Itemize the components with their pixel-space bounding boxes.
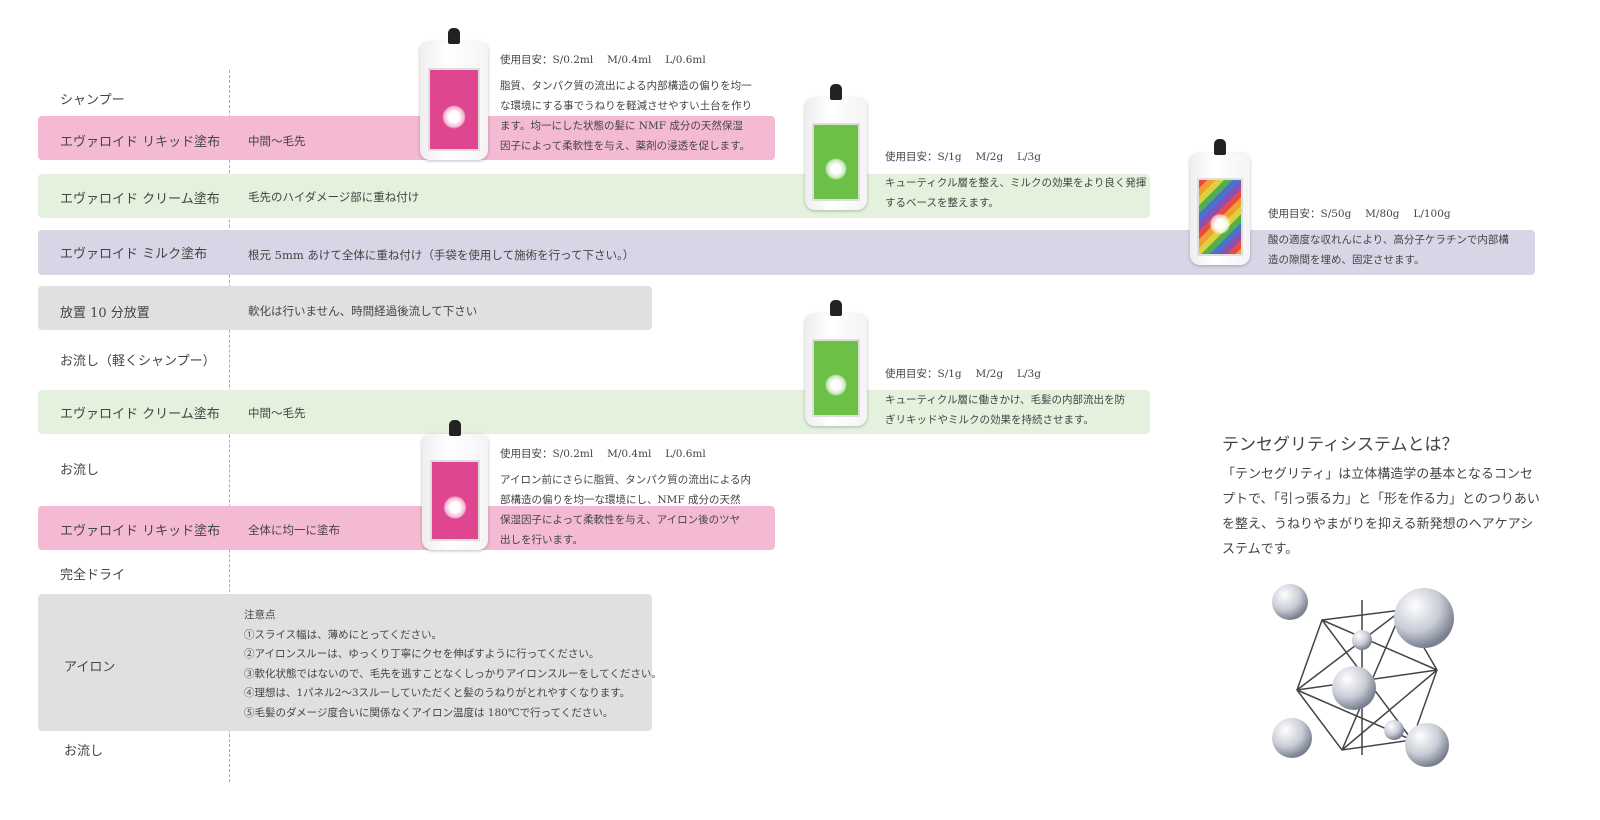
step-label: お流し	[64, 744, 104, 759]
step-label: 放置 10 分放置	[60, 306, 150, 321]
step-label: エヴァロイド ミルク塗布	[60, 247, 208, 262]
desc-line: な環境にする事でうねりを軽減させやすい土台を作り	[500, 100, 753, 112]
desc-line: ぎリキッドやミルクの効果を持続させます。	[885, 414, 1094, 426]
step-label: お流し	[60, 463, 100, 478]
product-info: 使用目安：S/1g M/2g L/3g キューティクル層を整え、ミルクの効果をよ…	[885, 147, 1146, 213]
step-band-milk	[38, 230, 1535, 275]
desc-line: 部構造の偏りを均一な環境にし、NMF 成分の天然	[500, 494, 741, 506]
step-label: エヴァロイド クリーム塗布	[60, 192, 220, 207]
step-detail: 中間〜毛先	[248, 134, 306, 148]
note-item: ③軟化状態ではないので、毛先を逃すことなくしっかりアイロンスルーをしてください。	[244, 667, 662, 680]
product-info: 使用目安：S/1g M/2g L/3g キューティクル層に働きかけ、毛髪の内部流…	[885, 364, 1125, 430]
desc-line: キューティクル層を整え、ミルクの効果をより良く発揮	[885, 177, 1147, 189]
step-label: エヴァロイド リキッド塗布	[60, 524, 221, 539]
step-detail: 軟化は行いません、時間経過後流して下さい	[248, 304, 478, 318]
desc-line: 保湿因子によって柔軟性を与え、アイロン後のツヤ	[500, 514, 741, 526]
usage-text: 使用目安：S/50g M/80g L/100g	[1268, 208, 1451, 220]
product-info: 使用目安：S/0.2ml M/0.4ml L/0.6ml アイロン前にさらに脂質…	[500, 444, 751, 550]
product-info: 使用目安：S/0.2ml M/0.4ml L/0.6ml 脂質、タンパク質の流出…	[500, 50, 752, 156]
step-label: お流し（軽くシャンプー）	[60, 354, 216, 369]
step-label: シャンプー	[60, 93, 125, 108]
note-item: ⑤毛髪のダメージ度合いに関係なくアイロン温度は 180℃で行ってください。	[244, 706, 614, 719]
step-band-wait	[38, 286, 652, 330]
product-milk-image	[1190, 139, 1250, 265]
desc-line: 出しを行います。	[500, 534, 583, 546]
step-band-cream	[38, 174, 1150, 218]
note-item: ①スライス幅は、薄めにとってください。	[244, 628, 443, 641]
usage-text: 使用目安：S/1g M/2g L/3g	[885, 151, 1041, 163]
step-label: 完全ドライ	[60, 568, 126, 583]
product-info: 使用目安：S/50g M/80g L/100g 酸の適度な収れんにより、高分子ケ…	[1268, 204, 1509, 270]
note-item: ②アイロンスルーは、ゆっくり丁寧にクセを伸ばすように行ってください。	[244, 648, 600, 660]
step-label: アイロン	[64, 660, 116, 675]
tensegrity-illustration	[1272, 584, 1454, 767]
product-cream-image	[805, 84, 867, 210]
usage-text: 使用目安：S/0.2ml M/0.4ml L/0.6ml	[500, 448, 706, 460]
note-item: ④理想は、1パネル2〜3スルーしていただくと髪のうねりがとれやすくなります。	[244, 687, 631, 699]
step-detail: 全体に均一に塗布	[248, 523, 340, 537]
usage-text: 使用目安：S/1g M/2g L/3g	[885, 368, 1041, 380]
desc-line: キューティクル層に働きかけ、毛髪の内部流出を防	[885, 394, 1126, 406]
notes-title: 注意点	[244, 609, 276, 621]
step-detail: 中間〜毛先	[248, 406, 306, 420]
step-detail: 根元 5mm あけて全体に重ね付け（手袋を使用して施術を行って下さい。）	[248, 248, 635, 262]
desc-line: するベースを整えます。	[885, 197, 999, 209]
desc-line: 因子によって柔軟性を与え、薬剤の浸透を促します。	[500, 140, 751, 152]
tensegrity-title: テンセグリティシステムとは？	[1222, 435, 1459, 455]
iron-notes: 注意点 ①スライス幅は、薄めにとってください。 ②アイロンスルーは、ゆっくり丁寧…	[244, 606, 662, 723]
step-label: エヴァロイド クリーム塗布	[60, 407, 220, 422]
desc-line: ます。均一にした状態の髪に NMF 成分の天然保湿	[500, 120, 743, 132]
step-detail: 毛先のハイダメージ部に重ね付け	[248, 190, 420, 204]
desc-line: 酸の適度な収れんにより、高分子ケラチンで内部構	[1268, 234, 1509, 246]
desc-line: アイロン前にさらに脂質、タンパク質の流出による内	[500, 474, 751, 486]
product-liquid-image	[420, 28, 488, 160]
step-band-iron	[38, 594, 652, 731]
product-cream-image	[805, 300, 867, 426]
step-band-liquid	[38, 116, 775, 160]
step-band-cream-2	[38, 390, 1150, 434]
usage-text: 使用目安：S/0.2ml M/0.4ml L/0.6ml	[500, 54, 706, 66]
tensegrity-body: 「テンセグリティ」は立体構造学の基本となるコンセプトで、「引っ張る力」と「形を作…	[1222, 467, 1540, 557]
desc-line: 造の隙間を埋め、固定させます。	[1268, 254, 1425, 266]
desc-line: 脂質、タンパク質の流出による内部構造の偏りを均一	[500, 80, 752, 92]
step-band-liquid-2	[38, 506, 775, 550]
product-liquid-image	[422, 420, 488, 550]
step-label: エヴァロイド リキッド塗布	[60, 135, 221, 150]
